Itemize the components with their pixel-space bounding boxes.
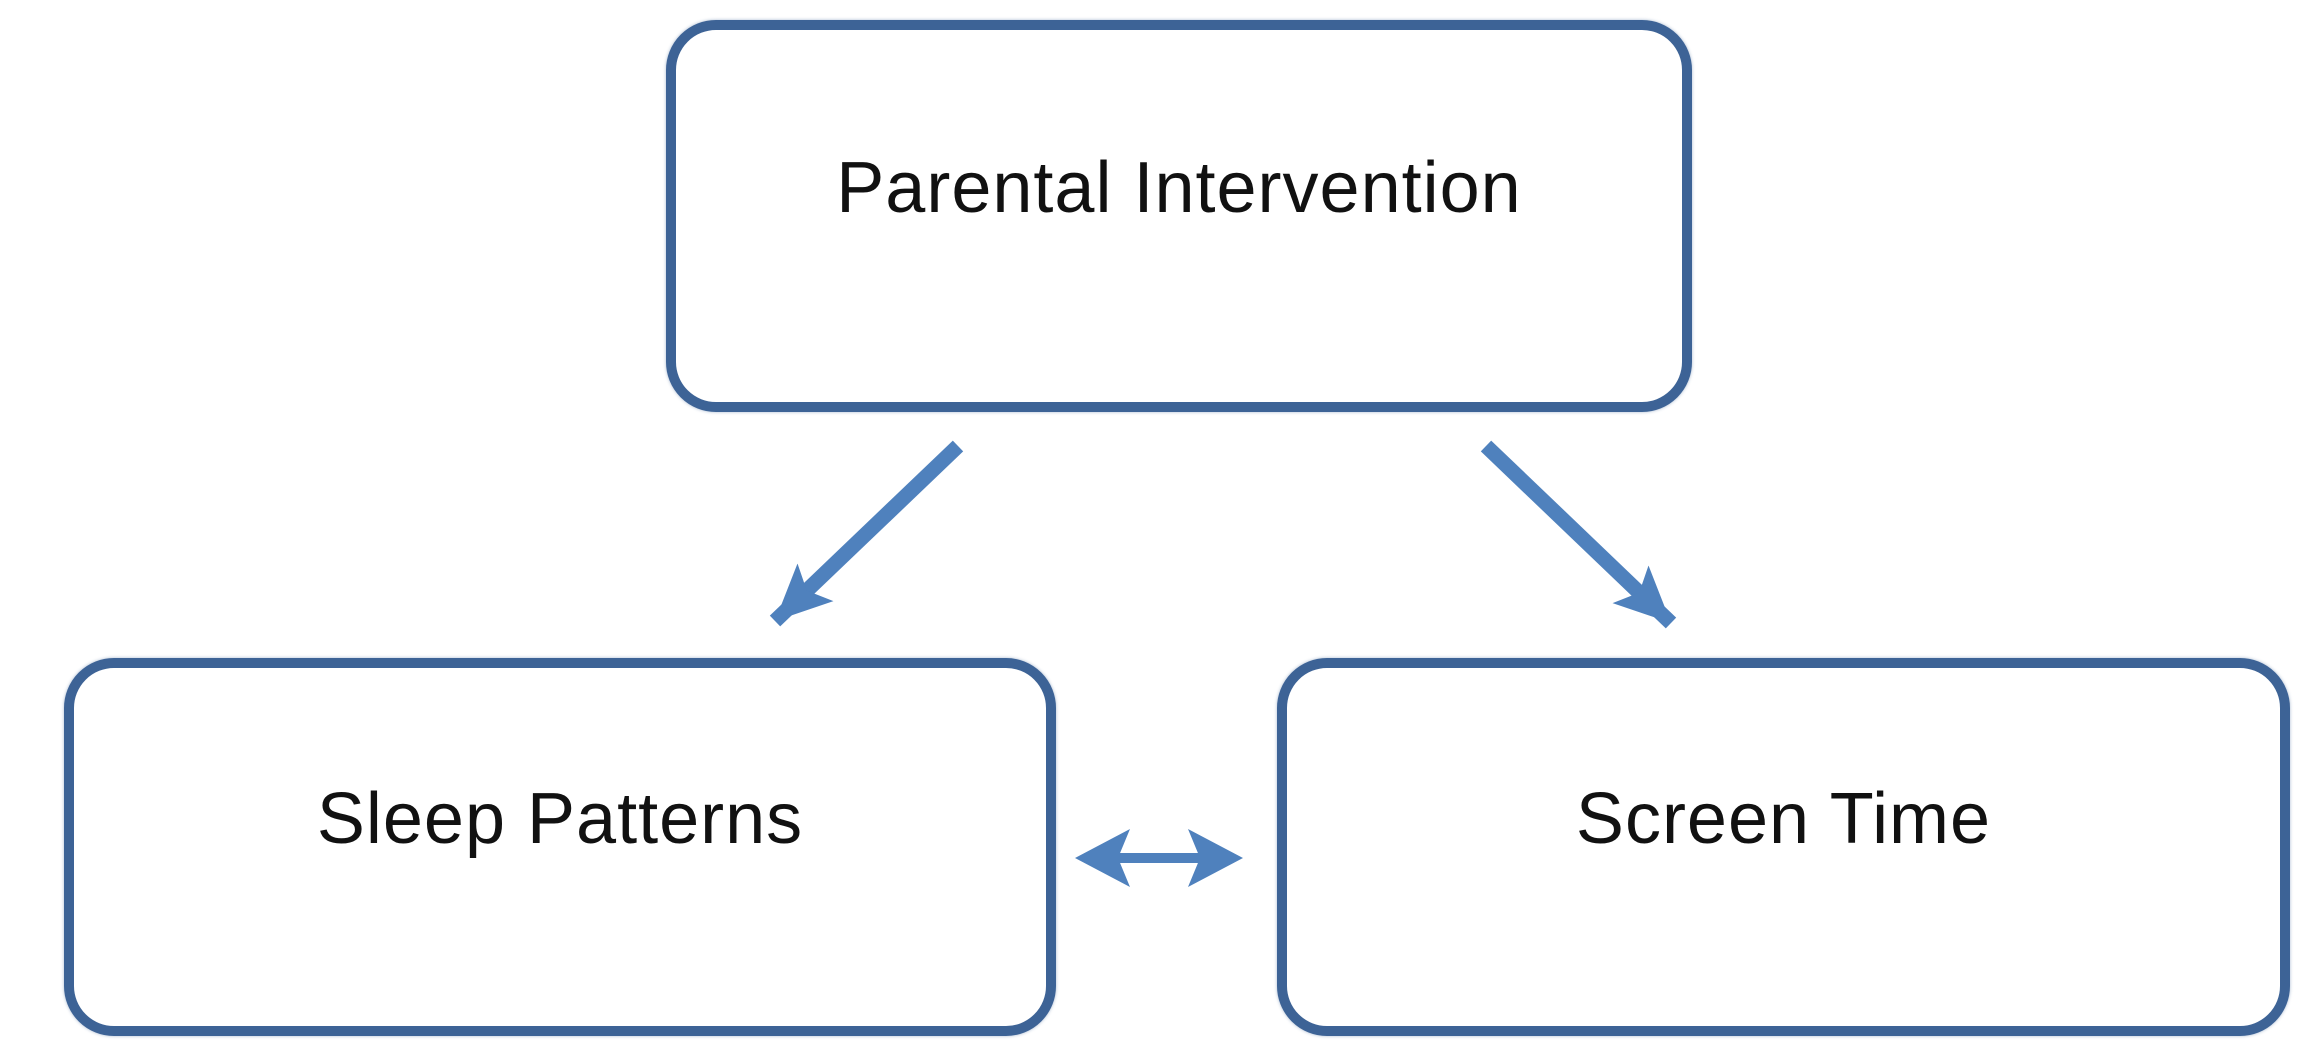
node-sleep-patterns: Sleep Patterns (64, 658, 1056, 1036)
node-sleep-patterns-label: Sleep Patterns (316, 779, 804, 859)
edge-parental-to-screen (1480, 440, 1677, 629)
node-parental-intervention-label: Parental Intervention (836, 148, 1522, 228)
edge-sleep-screen-bidirectional (1075, 829, 1243, 887)
node-screen-time-label: Screen Time (1575, 779, 1992, 859)
node-parental-intervention: Parental Intervention (666, 20, 1692, 412)
edge-parental-to-sleep (769, 440, 964, 627)
node-screen-time: Screen Time (1277, 658, 2290, 1036)
